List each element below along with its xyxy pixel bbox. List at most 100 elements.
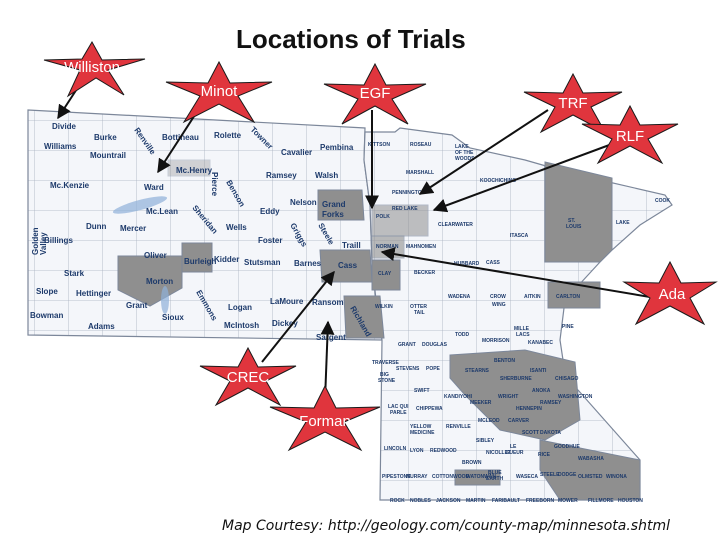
svg-text:Wells: Wells bbox=[226, 223, 247, 232]
svg-text:Grand: Grand bbox=[322, 200, 346, 209]
page-title: Locations of Trials bbox=[236, 24, 466, 54]
site-ada: Ada bbox=[622, 260, 718, 326]
svg-text:Kidder: Kidder bbox=[214, 255, 239, 264]
svg-text:POLK: POLK bbox=[376, 214, 390, 220]
svg-text:WOODS: WOODS bbox=[455, 156, 475, 162]
svg-text:Mc.Kenzie: Mc.Kenzie bbox=[50, 181, 90, 190]
svg-text:RENVILLE: RENVILLE bbox=[446, 424, 471, 430]
svg-text:CHIPPEWA: CHIPPEWA bbox=[416, 406, 443, 412]
mn-county-labels: KITTSON ROSEAU LAKE OF THE WOODS MARSHAL… bbox=[368, 142, 670, 504]
map-courtesy: Map Courtesy: http://geology.com/county-… bbox=[222, 518, 670, 534]
svg-text:WADENA: WADENA bbox=[448, 294, 471, 300]
svg-text:JACKSON: JACKSON bbox=[436, 498, 461, 504]
svg-text:Divide: Divide bbox=[52, 122, 77, 131]
svg-text:BECKER: BECKER bbox=[414, 270, 436, 276]
svg-text:Billings: Billings bbox=[44, 236, 73, 245]
svg-text:Dickey: Dickey bbox=[272, 319, 298, 328]
svg-text:FILLMORE: FILLMORE bbox=[588, 498, 614, 504]
svg-text:YELLOW: YELLOW bbox=[410, 424, 432, 430]
svg-text:MURRAY: MURRAY bbox=[406, 474, 428, 480]
red-star-icon bbox=[323, 62, 427, 125]
red-star-icon bbox=[622, 260, 718, 326]
svg-text:FARIBAULT: FARIBAULT bbox=[492, 498, 520, 504]
svg-text:CLEARWATER: CLEARWATER bbox=[438, 222, 473, 228]
svg-text:WABASHA: WABASHA bbox=[578, 456, 604, 462]
svg-text:WRIGHT: WRIGHT bbox=[498, 394, 518, 400]
svg-text:LINCOLN: LINCOLN bbox=[384, 446, 407, 452]
site-label-minot: Minot bbox=[201, 83, 239, 100]
svg-text:HENNEPIN: HENNEPIN bbox=[516, 406, 542, 412]
south-mn-counties bbox=[454, 469, 501, 486]
svg-text:PIPESTONE: PIPESTONE bbox=[382, 474, 411, 480]
red-star-icon bbox=[199, 346, 297, 407]
svg-text:ST.: ST. bbox=[568, 218, 576, 224]
svg-text:LOUIS: LOUIS bbox=[566, 224, 582, 230]
svg-text:Ransom: Ransom bbox=[312, 298, 344, 307]
site-label-forman: Forman bbox=[299, 413, 351, 430]
svg-text:AITKIN: AITKIN bbox=[524, 294, 541, 300]
svg-text:WASECA: WASECA bbox=[516, 474, 538, 480]
grand-forks-county bbox=[317, 189, 365, 221]
svg-text:NICOLLET: NICOLLET bbox=[486, 450, 511, 456]
svg-text:MARSHALL: MARSHALL bbox=[406, 170, 434, 176]
site-label-rlf: RLF bbox=[616, 128, 644, 145]
svg-text:Adams: Adams bbox=[88, 322, 115, 331]
svg-text:MEEKER: MEEKER bbox=[470, 400, 492, 406]
site-minot: Minot bbox=[165, 60, 273, 124]
svg-text:LAC QUI: LAC QUI bbox=[388, 404, 409, 410]
svg-text:Stutsman: Stutsman bbox=[244, 258, 281, 267]
svg-text:CROW: CROW bbox=[490, 294, 506, 300]
svg-text:GOODHUE: GOODHUE bbox=[554, 444, 581, 450]
svg-text:Logan: Logan bbox=[228, 303, 252, 312]
richland-county bbox=[343, 295, 385, 339]
svg-text:Mc.Lean: Mc.Lean bbox=[146, 207, 178, 216]
svg-text:TRAVERSE: TRAVERSE bbox=[372, 360, 400, 366]
svg-text:Cass: Cass bbox=[338, 261, 358, 270]
svg-text:STONE: STONE bbox=[378, 378, 396, 384]
southeast-mn-counties bbox=[539, 439, 641, 501]
site-williston: Williston bbox=[43, 40, 146, 98]
svg-text:Sargent: Sargent bbox=[316, 333, 346, 342]
svg-text:NORMAN: NORMAN bbox=[376, 244, 399, 250]
svg-text:ANOKA: ANOKA bbox=[532, 388, 551, 394]
central-mn-counties bbox=[449, 349, 581, 441]
svg-text:ROCK: ROCK bbox=[390, 498, 405, 504]
svg-text:LaMoure: LaMoure bbox=[270, 297, 304, 306]
svg-text:BENTON: BENTON bbox=[494, 358, 515, 364]
svg-text:Traill: Traill bbox=[342, 241, 361, 250]
svg-text:SHERBURNE: SHERBURNE bbox=[500, 376, 532, 382]
carlton-county bbox=[547, 281, 601, 309]
svg-text:Ramsey: Ramsey bbox=[266, 171, 297, 180]
svg-text:Dunn: Dunn bbox=[86, 222, 107, 231]
svg-text:STEARNS: STEARNS bbox=[465, 368, 490, 374]
svg-text:MOWER: MOWER bbox=[558, 498, 578, 504]
svg-text:HOUSTON: HOUSTON bbox=[618, 498, 643, 504]
svg-text:Oliver: Oliver bbox=[144, 251, 167, 260]
svg-text:WING: WING bbox=[492, 302, 506, 308]
arrow-trf bbox=[418, 109, 549, 195]
svg-text:PARLE: PARLE bbox=[390, 410, 407, 416]
svg-text:MILLE: MILLE bbox=[514, 326, 530, 332]
svg-text:OLMSTED: OLMSTED bbox=[578, 474, 603, 480]
red-star-icon bbox=[581, 104, 679, 165]
svg-text:Walsh: Walsh bbox=[315, 171, 338, 180]
svg-text:Hettinger: Hettinger bbox=[76, 289, 111, 298]
svg-text:Burleigh: Burleigh bbox=[184, 257, 217, 266]
svg-text:MCLEOD: MCLEOD bbox=[478, 418, 500, 424]
minnesota-state bbox=[363, 127, 673, 501]
svg-text:WINONA: WINONA bbox=[606, 474, 627, 480]
svg-text:CARLTON: CARLTON bbox=[556, 294, 580, 300]
svg-text:CARVER: CARVER bbox=[508, 418, 529, 424]
svg-text:WASHINGTON: WASHINGTON bbox=[558, 394, 593, 400]
svg-text:NOBLES: NOBLES bbox=[410, 498, 432, 504]
arrow-crec bbox=[261, 270, 335, 363]
svg-text:MEDICINE: MEDICINE bbox=[410, 430, 435, 436]
svg-text:Pierce: Pierce bbox=[210, 172, 219, 197]
lake-sakakawea bbox=[112, 196, 168, 214]
svg-text:SIBLEY: SIBLEY bbox=[476, 438, 495, 444]
svg-text:DOUGLAS: DOUGLAS bbox=[422, 342, 448, 348]
svg-text:SUEUR: SUEUR bbox=[506, 450, 524, 456]
svg-text:STEELE: STEELE bbox=[540, 472, 560, 478]
svg-text:TAIL: TAIL bbox=[414, 310, 425, 316]
svg-text:Forks: Forks bbox=[322, 210, 344, 219]
